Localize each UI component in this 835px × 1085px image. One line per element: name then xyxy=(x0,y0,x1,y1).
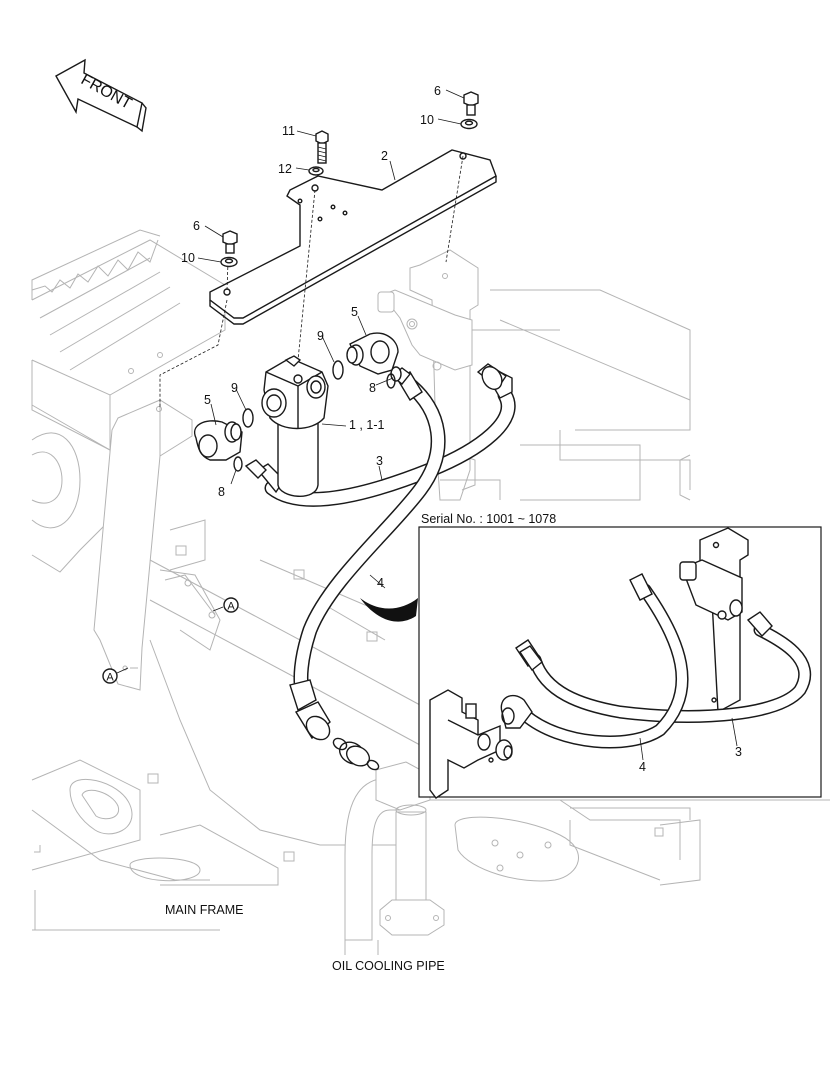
inset-callout-3: 3 xyxy=(735,745,742,759)
callout-10-right: 10 xyxy=(420,113,434,127)
oil-cooling-pipe xyxy=(344,761,445,955)
hoses-main xyxy=(264,377,516,698)
callout-9-left: 9 xyxy=(231,381,238,395)
inset-pointer-arrow xyxy=(360,598,418,622)
callout-8-left: 8 xyxy=(218,485,225,499)
washer-12 xyxy=(308,166,324,176)
washer-10-right xyxy=(460,118,478,130)
o-rings xyxy=(233,360,396,472)
washer-10-left xyxy=(220,256,238,268)
inset-callout-4: 4 xyxy=(639,760,646,774)
ref-a-lower: A xyxy=(106,672,114,684)
bracket-plate xyxy=(209,149,497,325)
callout-labels: 11 12 6 10 2 6 10 5 9 8 9 5 1 , 1-1 3 8 … xyxy=(181,84,441,590)
inset-title: Serial No. : 1001 ~ 1078 xyxy=(421,512,556,526)
callout-12: 12 xyxy=(278,162,292,176)
bolt-11 xyxy=(315,130,329,164)
callout-6-left: 6 xyxy=(193,219,200,233)
front-direction-arrow: FRONT xyxy=(55,58,147,133)
elbow-5-right xyxy=(346,332,402,382)
oil-filter xyxy=(261,355,329,497)
callout-8-right: 8 xyxy=(369,381,376,395)
callout-9-right: 9 xyxy=(317,329,324,343)
main-frame-background xyxy=(31,229,830,931)
ref-a-upper: A xyxy=(227,601,235,613)
callout-6-right: 6 xyxy=(434,84,441,98)
caption-oil-cooling-pipe: OIL COOLING PIPE xyxy=(332,959,445,973)
callout-10-left: 10 xyxy=(181,251,195,265)
bolt-6-right xyxy=(463,91,479,116)
callout-3: 3 xyxy=(376,454,383,468)
callout-leaders xyxy=(197,89,465,589)
callout-2: 2 xyxy=(381,149,388,163)
callout-5-right: 5 xyxy=(351,305,358,319)
bolt-6-left xyxy=(222,230,238,254)
elbow-5-left xyxy=(194,420,243,461)
callout-4: 4 xyxy=(377,576,384,590)
serial-inset: Serial No. : 1001 ~ 1078 3 xyxy=(418,512,822,799)
reference-markers: A A xyxy=(102,597,239,684)
callout-11: 11 xyxy=(282,124,295,138)
caption-main-frame: MAIN FRAME xyxy=(165,903,243,917)
callout-1: 1 , 1-1 xyxy=(349,418,384,432)
callout-5-left: 5 xyxy=(204,393,211,407)
